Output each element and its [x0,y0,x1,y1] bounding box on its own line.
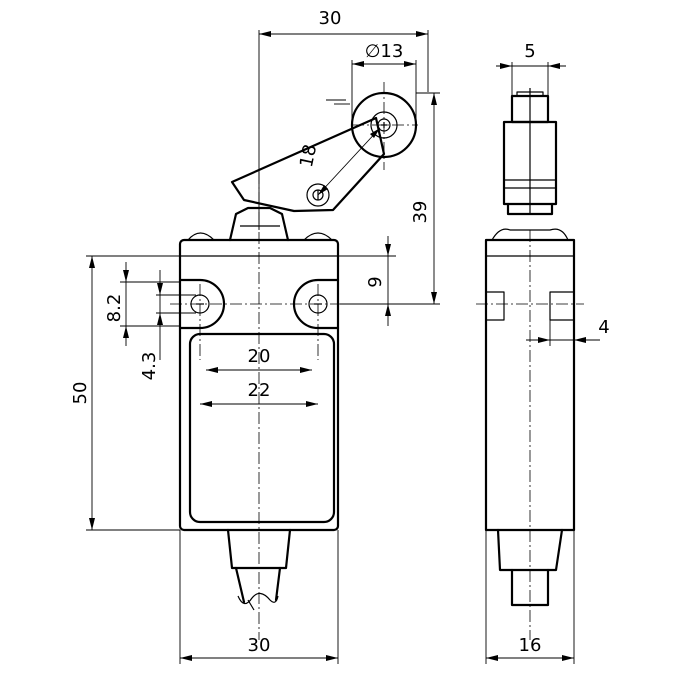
side-view [476,88,584,640]
dimension-lines [86,30,600,664]
label-mount-offset: 9 [365,276,386,287]
label-overall-height: 39 [410,201,431,224]
label-side-slot: 4 [598,317,609,338]
label-hole-spacing-vertical: 8.2 [104,294,125,323]
label-hole-spacing-inner: 20 [248,346,271,367]
roller-lever [230,116,386,213]
label-lever-length: 18 [296,142,321,169]
dimension-labels: 30 ∅13 18 39 9 8.2 4.3 20 22 50 30 16 5 … [70,8,610,656]
label-side-depth: 16 [519,635,542,656]
front-view [170,82,418,640]
label-roller-width: 5 [524,41,535,62]
front-center-lines [170,82,418,640]
label-hole-spacing-outer: 22 [248,380,271,401]
label-top-width: 30 [319,8,342,29]
cable-gland [226,528,292,611]
label-roller-diameter: ∅13 [365,41,404,62]
label-bottom-width: 30 [248,635,271,656]
plunger [187,206,333,242]
label-body-height: 50 [70,382,91,405]
label-hole-diameter: 4.3 [139,352,160,381]
